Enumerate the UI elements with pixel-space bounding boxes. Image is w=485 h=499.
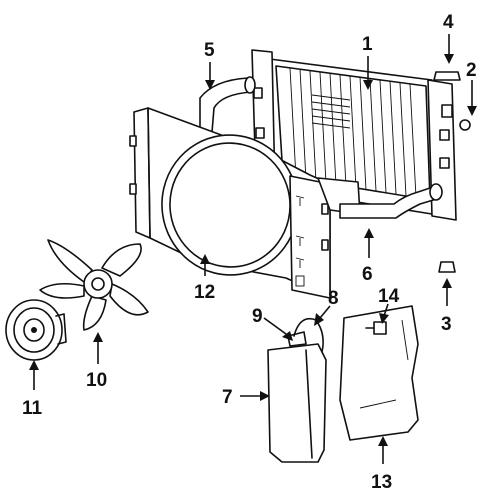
lower-hose bbox=[339, 183, 443, 219]
callout-4: 4 bbox=[443, 12, 454, 33]
callout-9: 9 bbox=[252, 306, 263, 327]
callout-labels: 1 2 3 4 5 6 7 8 9 10 11 12 13 14 bbox=[22, 12, 477, 493]
callout-5: 5 bbox=[204, 40, 215, 61]
callout-7: 7 bbox=[222, 387, 233, 408]
callout-14: 14 bbox=[378, 286, 400, 307]
callout-3: 3 bbox=[441, 314, 452, 335]
callout-12: 12 bbox=[194, 282, 215, 303]
drain-plug bbox=[459, 119, 471, 131]
callout-10: 10 bbox=[86, 370, 107, 391]
fan-blade bbox=[39, 239, 149, 331]
fan-clutch bbox=[5, 299, 67, 361]
bolt bbox=[365, 321, 387, 335]
fan-shroud bbox=[129, 107, 361, 299]
callout-8: 8 bbox=[328, 288, 339, 309]
callout-11: 11 bbox=[22, 398, 43, 419]
reservoir bbox=[267, 331, 327, 463]
callout-6: 6 bbox=[362, 264, 373, 285]
lower-insulator bbox=[438, 261, 456, 273]
radiator-cap bbox=[433, 71, 461, 81]
deflector bbox=[339, 305, 419, 441]
callout-1: 1 bbox=[362, 34, 373, 55]
leader-lines bbox=[29, 34, 477, 464]
callout-2: 2 bbox=[466, 60, 477, 81]
callout-13: 13 bbox=[371, 472, 392, 493]
upper-hose bbox=[199, 76, 256, 133]
